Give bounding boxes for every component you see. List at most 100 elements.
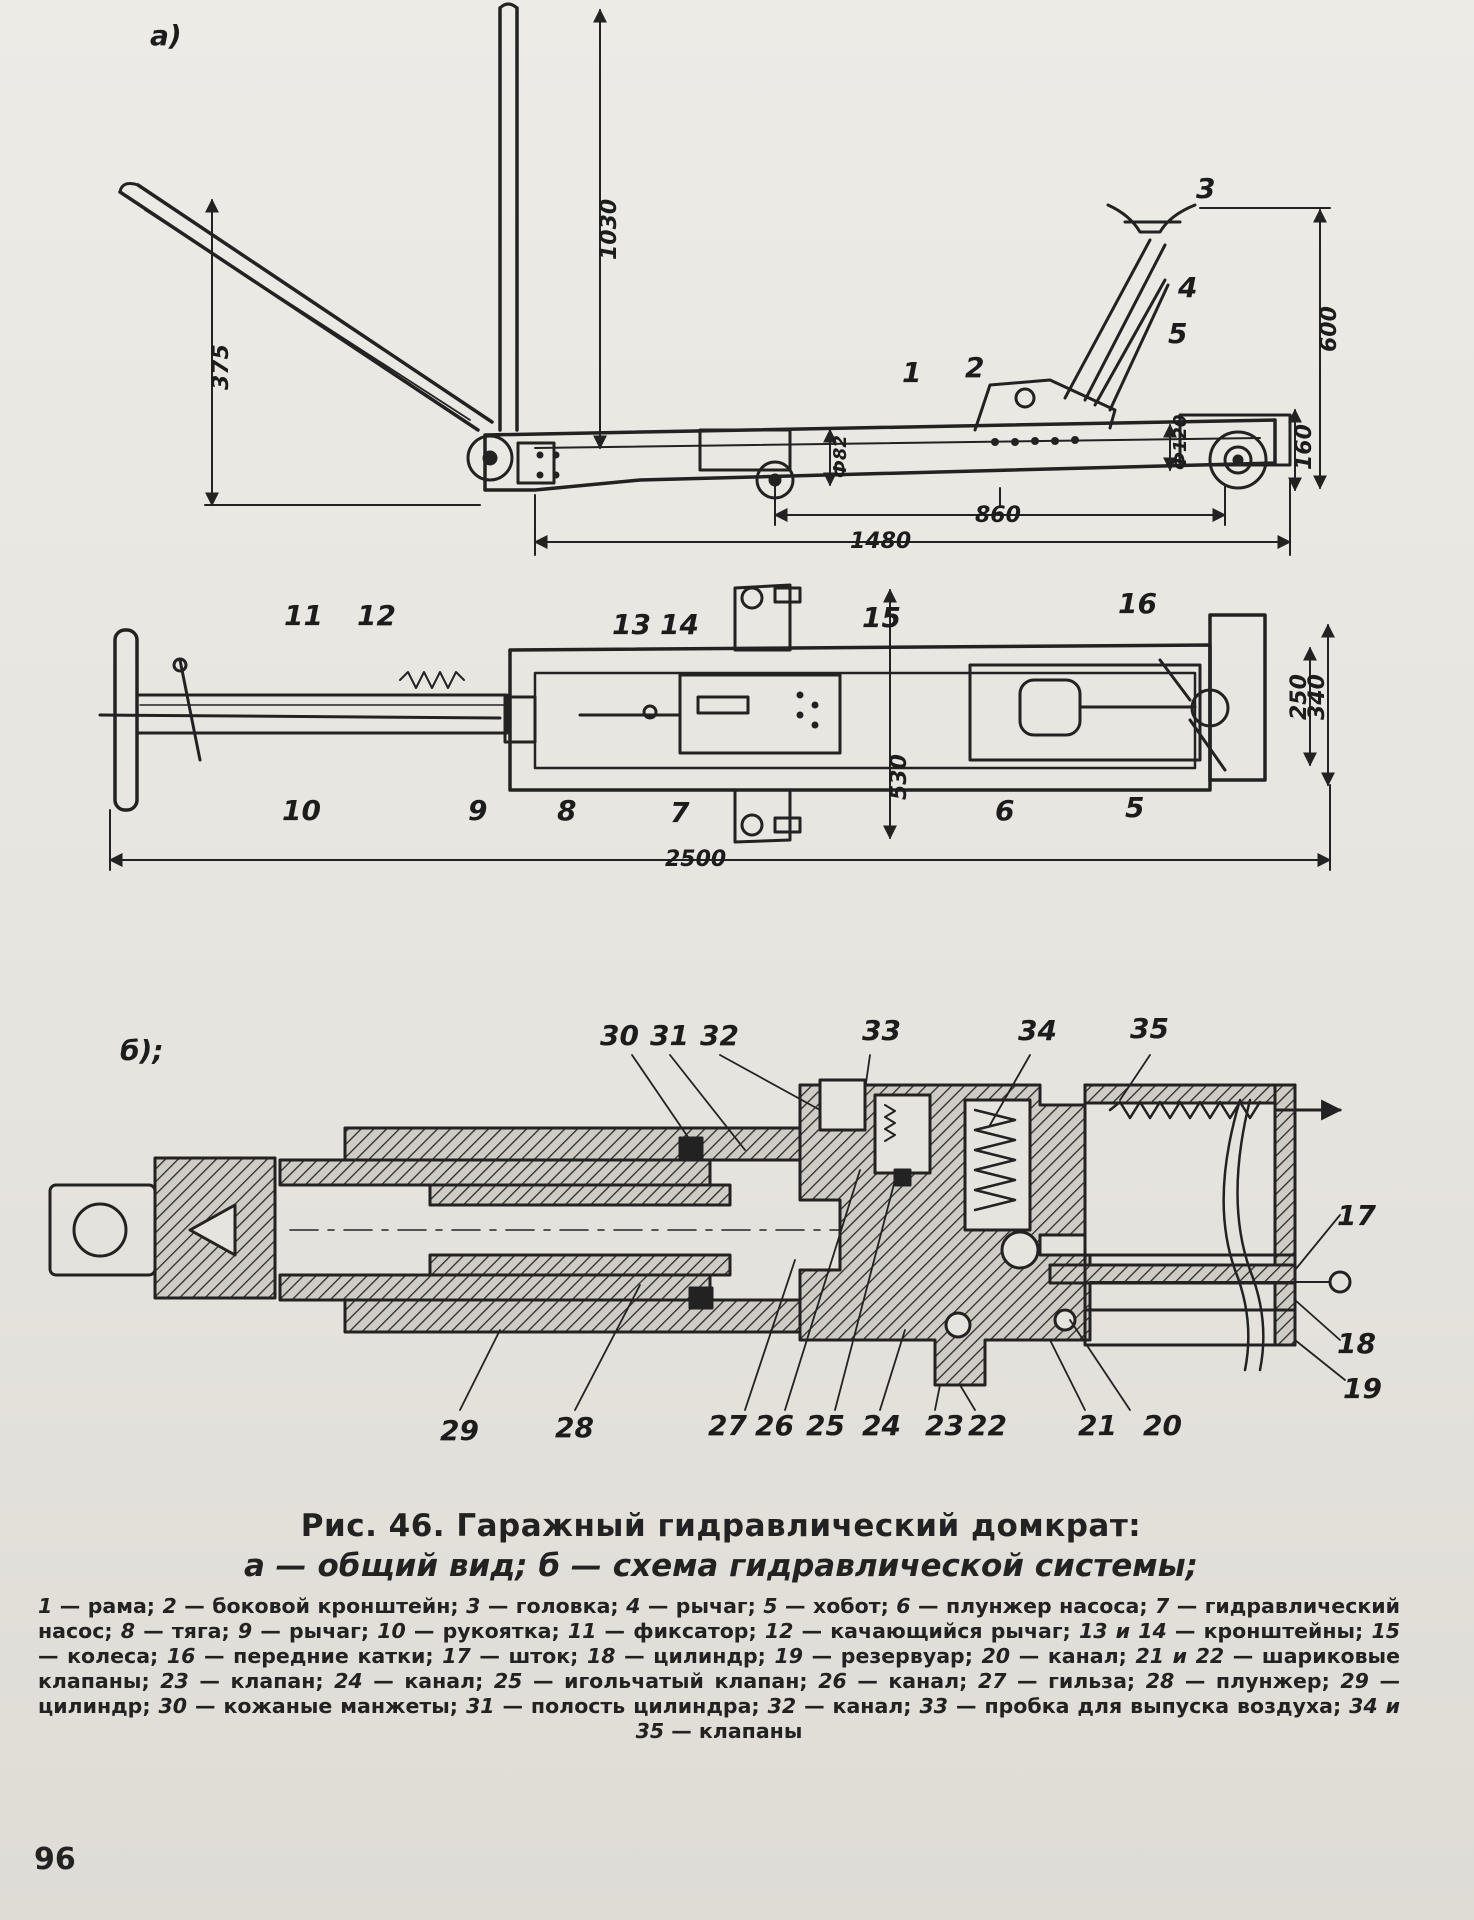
caption-title: Рис. 46. Гаражный гидравлический домкрат… [300,1508,1142,1544]
legend-number: 32 [767,1694,797,1718]
legend-entry: 13 и 14 — кронштейны; [1079,1619,1372,1643]
legend-entry: 18 — цилиндр; [587,1644,774,1668]
callout-32: 32 [700,1019,739,1052]
legend-text: — фиксатор; [596,1619,765,1643]
legend-number: 23 [160,1669,189,1693]
legend-number: 34 и 35 [635,1694,1401,1743]
callout-20: 20 [1143,1409,1182,1442]
callout-6: 6 [995,794,1014,827]
legend-number: 11 [567,1619,597,1643]
legend-number: 3 [466,1594,481,1618]
legend-entry: 11 — фиксатор; [568,1619,765,1643]
callout-28: 28 [555,1411,594,1444]
page-number: 96 [34,1842,76,1877]
legend-text: — цилиндр; [38,1669,1401,1718]
callout-15: 15 [862,601,901,634]
legend-text: — шариковые клапаны; [38,1644,1400,1693]
legend-entry: 17 — шток; [442,1644,587,1668]
dim-120: Ф120 [1170,415,1191,470]
plan-view-dimensions [108,588,1335,871]
plan-view [98,583,1267,844]
legend-entry: 30 — кожаные манжеты; [159,1694,466,1718]
legend-number: 15 [1371,1619,1400,1643]
legend-entry: 29 — цилиндр; [38,1669,1400,1718]
legend-text: — гидравлический насос; [38,1594,1400,1643]
legend-entry: 21 и 22 — шариковые клапаны; [38,1644,1400,1693]
legend-number: 8 [120,1619,136,1643]
legend-entry: 26 — канал; [818,1669,978,1693]
callout-2: 2 [965,351,984,384]
legend-text: — хобот; [777,1594,897,1618]
legend-entry: 27 — гильза; [978,1669,1146,1693]
view-b-label: б); [120,1034,164,1067]
callout-11: 11 [284,599,323,632]
callout-10: 10 [282,794,321,827]
callout-5-plan: 5 [1125,791,1144,824]
legend-text: — рычаг; [252,1619,378,1643]
legend-entry: 33 — пробка для выпуска воздуха; [919,1694,1349,1718]
callout-27: 27 [708,1409,747,1442]
legend-text: — кожаные манжеты; [187,1694,466,1718]
callout-8: 8 [557,794,576,827]
legend-entry: 28 — плунжер; [1146,1669,1341,1693]
callout-12: 12 [357,599,396,632]
legend-entry: 34 и 35 — клапаны [636,1694,1400,1743]
legend-entry: 8 — тяга; [121,1619,238,1643]
dim-1480: 1480 [850,529,911,554]
legend-text: — гильза; [1006,1669,1146,1693]
callout-26: 26 [755,1409,794,1442]
legend-number: 24 [334,1669,363,1693]
legend-text: — передние катки; [195,1644,443,1668]
legend-entry: 15 — колеса; [38,1619,1400,1668]
legend-entry: 7 — гидравлический насос; [38,1594,1400,1643]
legend-text: — клапан; [188,1669,335,1693]
side-view [118,2,1292,500]
callout-13: 13 [612,608,651,641]
legend-text: — плунжер насоса; [910,1594,1156,1618]
callout-31: 31 [650,1019,689,1052]
legend-entry: 12 — качающийся рычаг; [765,1619,1079,1643]
legend-text: — плунжер; [1174,1669,1341,1693]
legend-entry: 32 — канал; [768,1694,920,1718]
legend-number: 1 [38,1594,53,1618]
legend-text: — качающийся рычаг; [793,1619,1079,1643]
legend-number: 6 [896,1594,911,1618]
legend-number: 5 [763,1594,778,1618]
legend-text: — канал; [362,1669,494,1693]
callout-18: 18 [1337,1327,1376,1360]
legend-number: 28 [1145,1669,1175,1693]
legend-text: — головка; [480,1594,627,1618]
legend-entry: 3 — головка; [466,1594,626,1618]
callout-5: 5 [1168,317,1187,350]
callout-21: 21 [1078,1409,1117,1442]
legend-number: 33 [919,1694,949,1718]
dim-860: 860 [975,503,1021,528]
legend-number: 7 [1155,1594,1170,1618]
legend-number: 31 [465,1694,495,1718]
legend-entry: 4 — рычаг; [626,1594,763,1618]
callout-3: 3 [1196,172,1215,205]
legend-entry: 10 — рукоятка; [377,1619,568,1643]
legend-entry: 19 — резервуар; [774,1644,981,1668]
jack-drawing: а) б); 3 4 5 2 1 11 12 13 14 15 16 10 9 … [48,2,1382,1447]
legend-entry: 2 — боковой кронштейн; [162,1594,466,1618]
callout-14: 14 [660,608,699,641]
callout-1: 1 [902,356,921,389]
legend-entry: 24 — канал; [334,1669,494,1693]
figure-caption: Рис. 46. Гаражный гидравлический домкрат… [36,1508,1406,1584]
legend-entry: 5 — хобот; [763,1594,896,1618]
callout-24: 24 [862,1409,901,1442]
legend-text: — канал; [1010,1644,1136,1668]
dim-600: 600 [1317,306,1342,352]
legend-number: 10 [377,1619,406,1643]
legend-entry: 25 — игольчатый клапан; [494,1669,818,1693]
legend-number: 19 [774,1644,804,1668]
legend-text: — резервуар; [803,1644,982,1668]
legend-number: 18 [587,1644,616,1668]
legend-text: — цилиндр; [615,1644,775,1668]
legend-entry: 16 — передние катки; [167,1644,442,1668]
legend-number: 25 [493,1669,523,1693]
legend-number: 13 и 14 [1078,1619,1167,1643]
legend-text: — канал; [796,1694,920,1718]
